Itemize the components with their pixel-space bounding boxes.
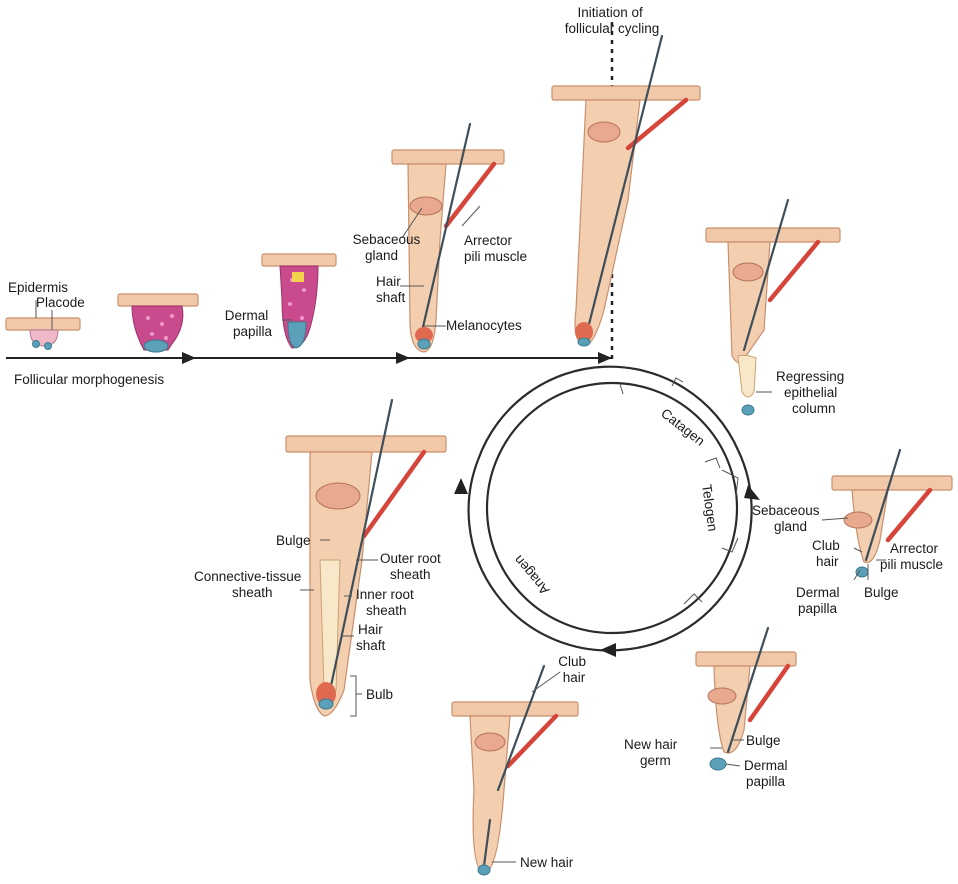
label-placode: Placode (36, 295, 85, 310)
stage-germ (118, 294, 198, 352)
label-dermal-papilla-1: Dermal papilla (225, 308, 273, 339)
label-connective-tissue-sheath: Connective-tissue sheath (194, 569, 305, 600)
label-initiation: Initiation of follicular cycling (565, 5, 660, 36)
phase-telogen: Telogen (699, 483, 720, 532)
label-sebaceous-gland-2: Sebaceous gland (752, 503, 823, 534)
label-melanocytes: Melanocytes (446, 318, 522, 333)
label-club-hair-2: Club hair (558, 654, 590, 685)
label-follicular-morphogenesis: Follicular morphogenesis (14, 372, 164, 387)
label-dermal-papilla-3: Dermal papilla (744, 758, 791, 789)
label-hair-shaft-2: Hair shaft (356, 622, 387, 653)
label-outer-root-sheath: Outer root sheath (380, 551, 445, 582)
label-club-hair-1: Club hair (812, 538, 844, 569)
label-new-hair-germ: New hair germ (624, 737, 681, 768)
stage-placode (6, 318, 80, 350)
label-regressing: Regressing epithelial column (776, 369, 848, 416)
label-bulge-1: Bulge (864, 585, 899, 600)
label-arrector-1: Arrector pili muscle (464, 233, 527, 264)
label-bulge-2: Bulge (746, 733, 781, 748)
stage-initiation-follicle (552, 36, 700, 346)
label-inner-root-sheath: Inner root sheath (356, 587, 418, 618)
label-bulb: Bulb (366, 687, 393, 702)
label-bulge-3: Bulge (276, 533, 311, 548)
label-new-hair: New hair (520, 855, 574, 870)
phase-catagen: Catagen (658, 406, 707, 449)
stage-peg (262, 254, 336, 348)
label-dermal-papilla-2: Dermal papilla (796, 585, 843, 616)
stage-new-germ-follicle (696, 628, 796, 770)
stage-new-hair-follicle (452, 666, 578, 875)
label-hair-shaft-1: Hair shaft (376, 274, 406, 305)
label-epidermis: Epidermis (8, 280, 68, 295)
label-arrector-2: Arrector pili muscle (880, 541, 943, 572)
